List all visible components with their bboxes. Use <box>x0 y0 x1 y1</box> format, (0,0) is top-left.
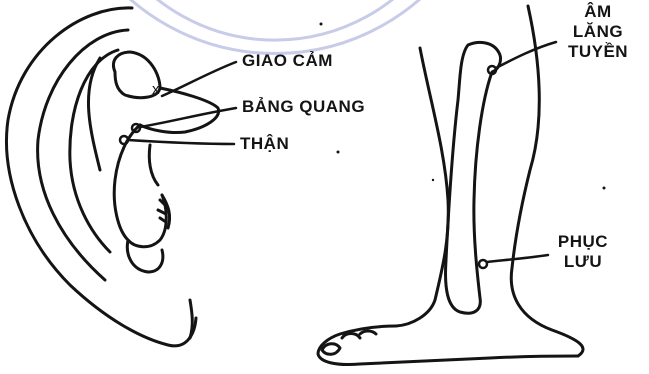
label-phuc-luu-line1: PHỤC <box>551 232 615 252</box>
leader-am-lang-tuyen <box>496 42 556 68</box>
label-am-lang-tuyen-line2: LĂNG <box>563 22 633 42</box>
label-phuc-luu: PHỤC LƯU <box>551 232 615 272</box>
leader-bang-quang <box>140 108 236 127</box>
label-bang-quang: BẢNG QUANG <box>242 97 365 117</box>
point-am-lang-tuyen <box>488 66 496 74</box>
leg-leader-lines <box>487 42 556 262</box>
label-am-lang-tuyen-line3: TUYỀN <box>563 42 633 62</box>
ear-outline <box>7 8 219 346</box>
leader-than <box>128 140 234 144</box>
label-am-lang-tuyen-line1: ÂM <box>563 2 633 22</box>
label-am-lang-tuyen: ÂM LĂNG TUYỀN <box>563 2 633 62</box>
leader-phuc-luu <box>487 255 548 262</box>
watermark-arcs <box>95 0 455 54</box>
leg-outline <box>318 6 583 365</box>
point-phuc-luu <box>479 260 487 268</box>
label-than: THẬN <box>240 134 289 154</box>
label-giao-cam: GIAO CẢM <box>242 51 333 71</box>
giao-cam-marker: x <box>152 80 160 100</box>
label-phuc-luu-line2: LƯU <box>551 252 615 272</box>
leg-points <box>479 66 496 268</box>
leader-giao-cam <box>162 62 236 96</box>
